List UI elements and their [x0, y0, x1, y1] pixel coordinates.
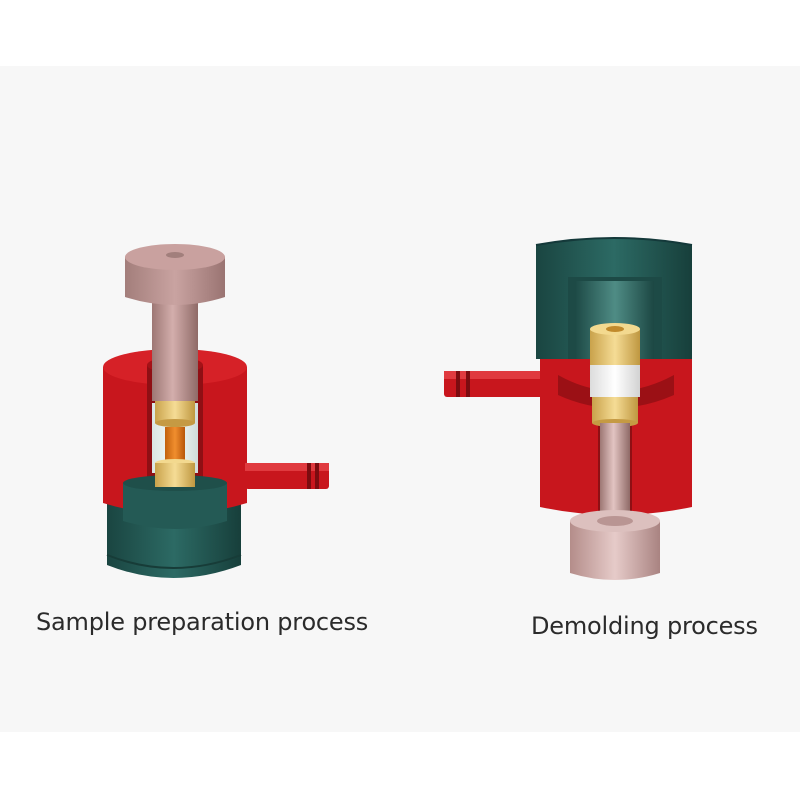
ejected-brass-spacer-bottom [592, 397, 638, 427]
upper-brass-spacer [155, 397, 195, 427]
lower-brass-spacer [155, 459, 195, 487]
ejected-sample-pellet [590, 365, 640, 397]
sample-preparation-illustration [103, 244, 329, 578]
side-vent-tube [444, 371, 544, 397]
side-vent-tube [245, 463, 329, 489]
punch-cap [125, 244, 225, 305]
caption-demolding: Demolding process [531, 612, 758, 640]
punch-rod [152, 289, 198, 401]
ejected-brass-spacer-top [590, 323, 640, 365]
demolding-illustration [444, 237, 693, 580]
ejector-base [570, 510, 660, 580]
ejector-rod [600, 423, 630, 519]
sample-pellet [165, 427, 185, 463]
caption-sample-preparation: Sample preparation process [36, 608, 369, 636]
